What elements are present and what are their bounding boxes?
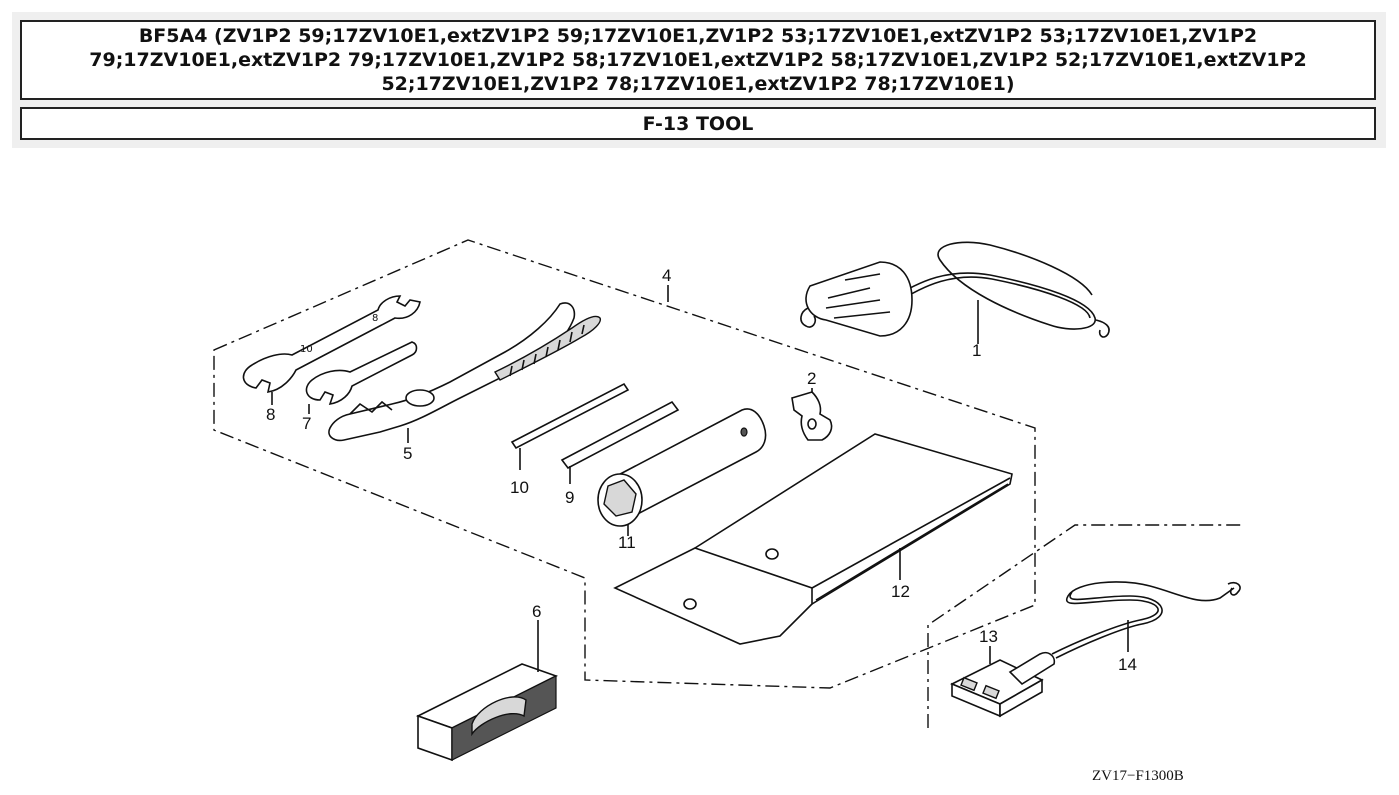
rope-14-icon bbox=[1051, 581, 1241, 659]
callout-7: 7 bbox=[302, 414, 311, 433]
clip-2-icon bbox=[791, 388, 833, 441]
callout-9: 9 bbox=[565, 488, 574, 507]
screwdriver-10-icon bbox=[510, 382, 630, 470]
callout-6: 6 bbox=[532, 602, 541, 621]
svg-text:8: 8 bbox=[372, 313, 378, 324]
screwdriver-9-icon bbox=[560, 400, 680, 484]
header-panel: BF5A4 (ZV1P2 59;17ZV10E1,extZV1P2 59;17Z… bbox=[12, 12, 1386, 148]
tool-bag-12-icon bbox=[613, 433, 1013, 645]
wrench-7-icon bbox=[305, 341, 418, 414]
plug-wrench-11-icon bbox=[597, 408, 767, 536]
wrench-8-icon: 10 8 bbox=[242, 295, 421, 405]
starter-rope-1-icon bbox=[800, 241, 1110, 344]
tool-bag-outline bbox=[213, 239, 1036, 689]
callout-5: 5 bbox=[403, 444, 412, 463]
rope-kit-outline bbox=[927, 524, 1243, 728]
callout-8: 8 bbox=[266, 405, 275, 424]
callout-14: 14 bbox=[1118, 655, 1137, 674]
callout-1: 1 bbox=[972, 341, 981, 360]
svg-text:10: 10 bbox=[300, 344, 313, 355]
section-title: F-13 TOOL bbox=[20, 107, 1376, 140]
model-title: BF5A4 (ZV1P2 59;17ZV10E1,extZV1P2 59;17Z… bbox=[20, 20, 1376, 100]
spare-part-6-icon bbox=[415, 620, 559, 762]
callout-13: 13 bbox=[979, 627, 998, 646]
callout-11: 11 bbox=[618, 533, 636, 552]
pliers-5-icon bbox=[328, 302, 602, 443]
callout-4: 4 bbox=[662, 266, 671, 285]
callout-2: 2 bbox=[807, 369, 816, 388]
callout-12: 12 bbox=[891, 582, 910, 601]
t-handle-13-icon bbox=[950, 646, 1056, 718]
callout-10: 10 bbox=[510, 478, 529, 497]
figure-code: ZV17−F1300B bbox=[1092, 768, 1184, 784]
